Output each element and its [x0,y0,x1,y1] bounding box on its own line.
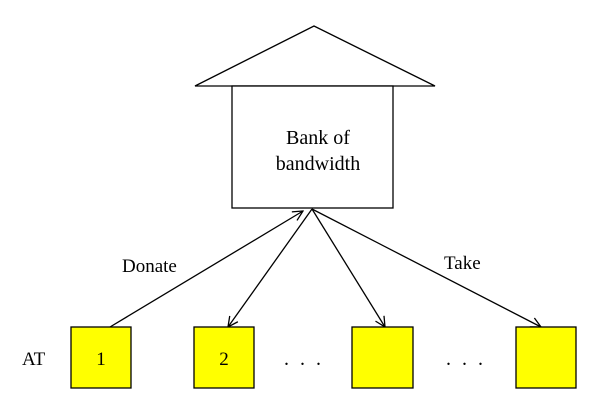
ellipsis-left: . . . [284,348,324,370]
bank-label-line1: Bank of [286,127,350,149]
at-node-1 [70,326,132,389]
at-node-2 [193,326,255,389]
at-node-4 [515,326,577,389]
at-node-2-label: 2 [219,349,229,370]
take-label: Take [444,253,481,274]
bank-label-line2: bandwidth [276,153,360,175]
at-node-1-label: 1 [96,349,106,370]
at-node-3 [351,326,414,389]
bank-roof [194,25,436,87]
take-arrow-node-2 [228,208,313,327]
take-arrow-node-3 [311,208,385,327]
donate-label: Donate [122,256,177,277]
take-arrow-node-4 [311,208,541,327]
row-label-at: AT [22,349,46,370]
ellipsis-right: . . . [446,348,486,370]
donate-arrow [109,211,303,328]
bank-box [231,85,394,209]
